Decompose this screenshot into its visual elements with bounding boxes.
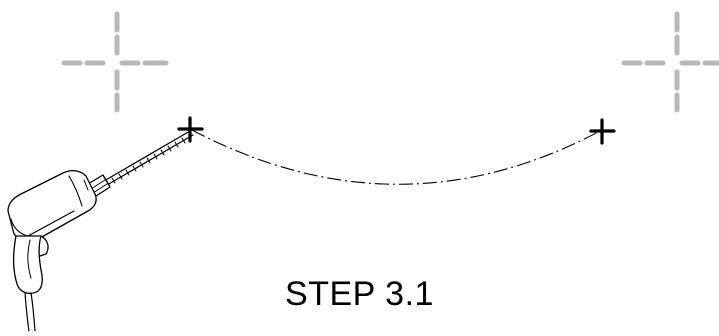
crosshair-guide-left: [61, 11, 169, 113]
power-drill-icon: [7, 130, 194, 332]
dash-dot-arc: [191, 129, 601, 185]
drill-bit: [103, 130, 194, 186]
plus-marker-icon-left: [177, 116, 204, 143]
crosshair-guide-right: [621, 11, 719, 113]
drill-trigger: [39, 235, 49, 257]
plus-marker-icon-right: [589, 118, 616, 145]
step-label: STEP 3.1: [285, 275, 434, 313]
drill-body: [7, 169, 97, 242]
drill-cord: [24, 292, 36, 332]
